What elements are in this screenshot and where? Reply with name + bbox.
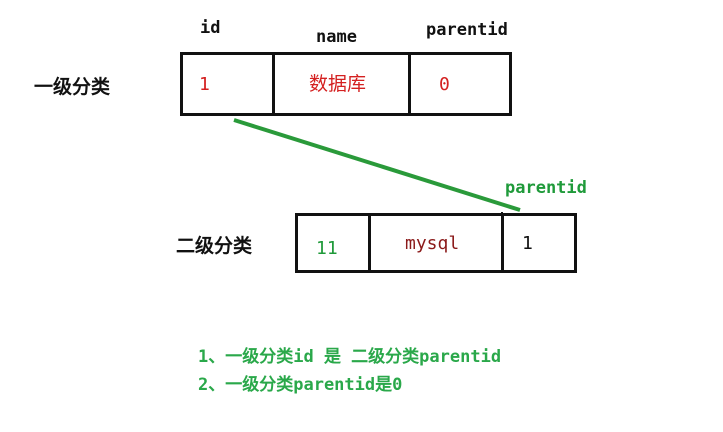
header-id: id [200, 18, 221, 38]
level1-id-cell: 1 [183, 55, 275, 113]
level2-id-cell: 11 [298, 216, 371, 270]
header-parentid: parentid [426, 20, 508, 40]
note-line: 1、一级分类id 是 二级分类parentid [198, 347, 502, 367]
level1-label: 一级分类 [34, 76, 111, 98]
level2-parentid-cell: 1 [522, 232, 533, 254]
level2-parentid-label: parentid [505, 178, 587, 198]
header-name: name [316, 27, 357, 47]
level2-label: 二级分类 [176, 235, 253, 257]
level2-name-cell: mysql [371, 216, 504, 270]
note-line: 2、一级分类parentid是0 [198, 375, 403, 395]
level2-record: 11 mysql 1 [295, 213, 577, 273]
level1-record: 1 数据库 0 [180, 52, 512, 116]
level1-name-cell: 数据库 [275, 55, 411, 113]
level1-parentid-cell: 0 [439, 73, 450, 95]
notes: 1、一级分类id 是 二级分类parentid 2、一级分类parentid是0 [198, 343, 501, 399]
id-parentid-connector [233, 118, 521, 212]
